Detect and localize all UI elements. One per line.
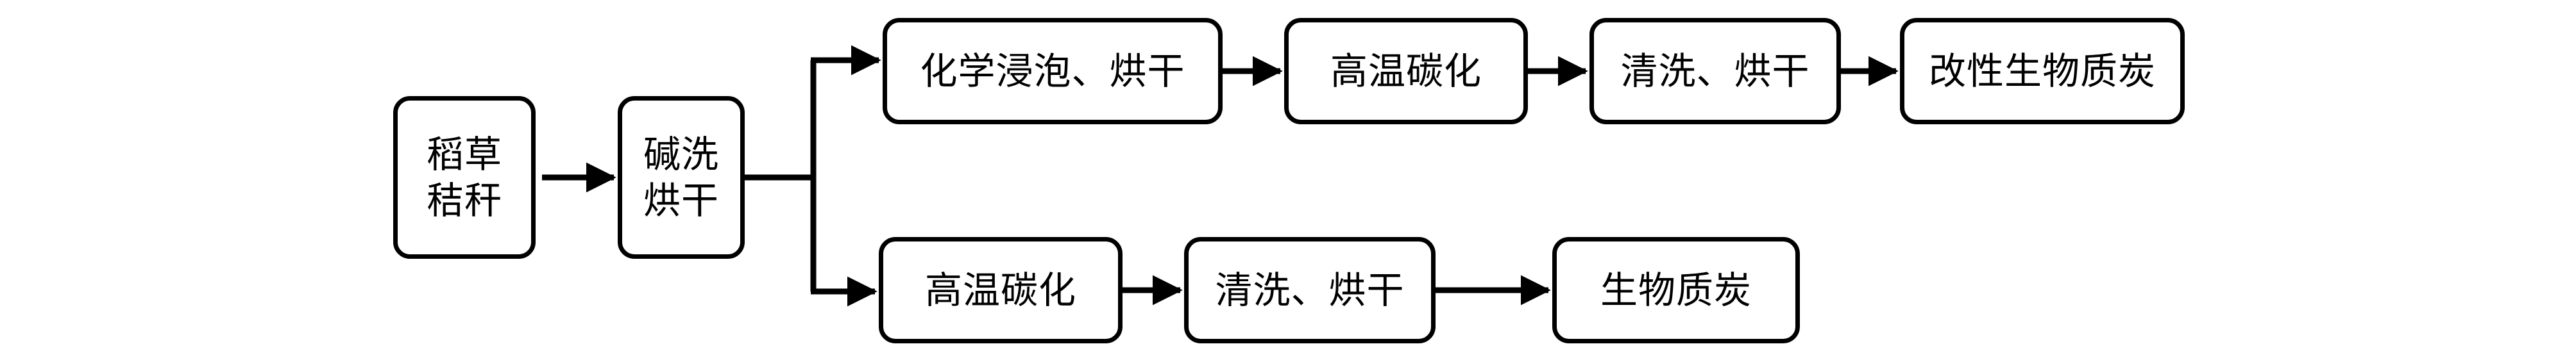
node-modified-biochar-label: 改性生物质炭 bbox=[1928, 49, 2156, 93]
node-biochar-label: 生物质炭 bbox=[1600, 268, 1752, 312]
node-raw-material-label: 稻草 秸秆 bbox=[426, 132, 502, 223]
node-wash-dry-bottom[interactable]: 清洗、烘干 bbox=[1184, 237, 1436, 343]
node-wash-dry-top[interactable]: 清洗、烘干 bbox=[1589, 18, 1841, 124]
node-chemical-soak-dry-label: 化学浸泡、烘干 bbox=[920, 49, 1185, 93]
node-high-temp-carbonization-bottom[interactable]: 高温碳化 bbox=[879, 237, 1123, 343]
node-wash-dry-bottom-label: 清洗、烘干 bbox=[1215, 268, 1405, 312]
node-high-temp-carbonization-top[interactable]: 高温碳化 bbox=[1284, 18, 1528, 124]
node-chemical-soak-dry[interactable]: 化学浸泡、烘干 bbox=[883, 18, 1223, 124]
node-modified-biochar[interactable]: 改性生物质炭 bbox=[1900, 18, 2185, 124]
node-high-temp-carbonization-top-label: 高温碳化 bbox=[1330, 49, 1482, 93]
node-raw-material[interactable]: 稻草 秸秆 bbox=[393, 96, 536, 259]
node-high-temp-carbonization-bottom-label: 高温碳化 bbox=[924, 268, 1076, 312]
node-alkali-wash-dry-label: 碱洗 烘干 bbox=[643, 132, 719, 223]
node-alkali-wash-dry[interactable]: 碱洗 烘干 bbox=[618, 96, 745, 259]
node-biochar[interactable]: 生物质炭 bbox=[1552, 237, 1800, 343]
node-wash-dry-top-label: 清洗、烘干 bbox=[1620, 49, 1810, 93]
